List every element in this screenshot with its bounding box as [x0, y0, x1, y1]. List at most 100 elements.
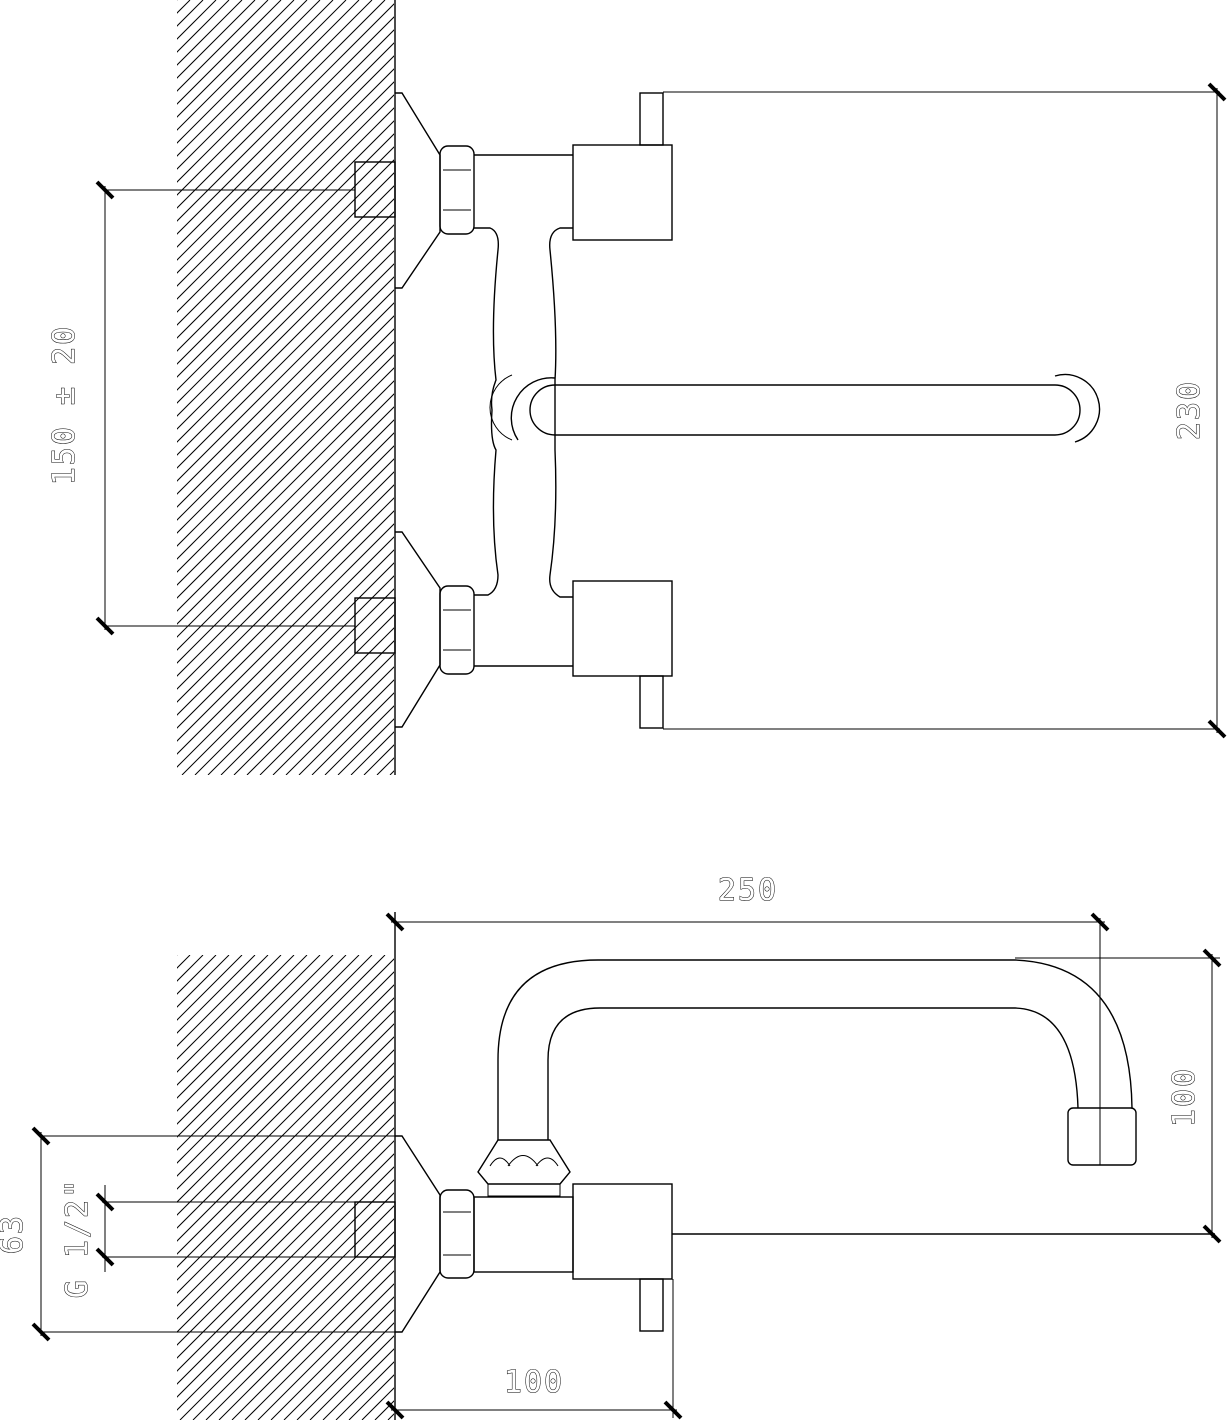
hatch-line	[177, 432, 394, 651]
hatch-line	[401, 955, 866, 1420]
hatch-line	[177, 1127, 394, 1346]
hatch-line	[650, 0, 1228, 775]
hatch-line	[177, 955, 269, 1047]
hatch-line	[177, 955, 204, 982]
hatch-line	[177, 94, 394, 313]
hatch-line	[285, 666, 394, 775]
hatch-line	[622, 955, 1087, 1420]
hatch-line	[702, 0, 1228, 775]
hatch-line	[856, 955, 1228, 1420]
hatch-line	[793, 0, 1228, 775]
hatch-line	[246, 627, 394, 775]
hatch-line	[177, 955, 295, 1073]
hatch-line	[177, 276, 394, 495]
hatch-line	[481, 0, 1228, 775]
hatch-line	[177, 185, 394, 404]
hatch-line	[177, 3, 394, 222]
hatch-line	[843, 955, 1228, 1420]
hatch-line	[583, 955, 1048, 1420]
hatch-line	[624, 0, 1228, 775]
hatch-line	[177, 958, 394, 1177]
thread-size-label: G 1/2"	[60, 1178, 95, 1298]
hatch-line	[674, 955, 1139, 1420]
hatch-line	[177, 380, 394, 599]
hatch-line	[177, 1010, 394, 1229]
hatch-line	[272, 653, 394, 775]
hatch-line	[177, 0, 204, 27]
hatch-line	[387, 1413, 394, 1420]
hatch-line	[832, 0, 1228, 775]
hatch-line	[455, 0, 1228, 775]
hatch-line	[596, 955, 1061, 1420]
hatch-line	[296, 1322, 394, 1420]
handle-bottom	[572, 580, 673, 729]
hatch-line	[544, 955, 1009, 1420]
hatch-line	[177, 955, 191, 969]
side-handle	[572, 1183, 1215, 1332]
hatch-line	[819, 0, 1228, 775]
hatch-line	[442, 0, 1217, 775]
hatch-line	[177, 1049, 394, 1268]
hatch-line	[559, 0, 1228, 775]
hatch-line	[177, 81, 394, 300]
hatch-line	[177, 419, 394, 638]
hatch-line	[403, 0, 1178, 775]
hatch-line	[361, 1387, 394, 1420]
hatch-line	[177, 536, 394, 755]
spout-height-label: 100	[1167, 1067, 1202, 1127]
hatch-line	[192, 1218, 394, 1420]
hatch-line	[233, 614, 394, 775]
hatch-line	[337, 718, 394, 775]
hatch-line	[177, 159, 394, 378]
hatch-line	[715, 0, 1228, 775]
hatch-line	[335, 1361, 394, 1420]
hatch-line	[177, 68, 394, 287]
hatch-line	[177, 1140, 394, 1359]
hatch-line	[676, 0, 1228, 775]
hatch-line	[700, 955, 1165, 1420]
hatch-line	[177, 445, 394, 664]
dimension-total-height: 230	[663, 82, 1227, 739]
hatch-line	[830, 955, 1228, 1420]
hatch-line	[177, 523, 394, 742]
spout-nut	[477, 1139, 571, 1197]
hatch-line	[609, 955, 1074, 1420]
hatch-line	[177, 1153, 394, 1372]
hatch-line	[177, 315, 394, 534]
hatch-line	[220, 601, 394, 775]
hatch-line	[177, 16, 394, 235]
hatch-line	[739, 955, 1204, 1420]
hatch-line	[177, 0, 295, 118]
hatch-line	[177, 263, 394, 482]
hatch-line	[177, 1166, 394, 1385]
hatch-line	[177, 198, 394, 417]
hatch-line	[177, 0, 360, 183]
hatch-line	[177, 0, 347, 170]
hatch-line	[257, 1283, 394, 1420]
spout-side	[497, 959, 1133, 1140]
hatch-line	[177, 237, 394, 456]
dimension-thread: G 1/2"	[60, 1177, 355, 1299]
hatch-line	[507, 0, 1228, 775]
hatch-line	[754, 0, 1228, 775]
hatch-line	[177, 955, 347, 1125]
hatch-line	[570, 955, 1035, 1420]
hatch-line	[218, 1244, 394, 1420]
hatch-line	[531, 955, 996, 1420]
hatch-line	[663, 0, 1228, 775]
spout-aerator	[1067, 1107, 1137, 1166]
dimension-spout-height: 100	[1015, 948, 1222, 1244]
dimension-body-projection: 100	[385, 1279, 683, 1420]
hatch-line	[804, 955, 1228, 1420]
hatch-line	[177, 1062, 394, 1281]
hatch-line	[309, 1335, 394, 1420]
hatch-line	[177, 42, 394, 261]
flange-diameter-label: 63	[0, 1214, 30, 1254]
hatch-line	[177, 55, 394, 274]
hatch-line	[177, 0, 373, 196]
hatch-line	[177, 1036, 394, 1255]
hatch-line	[585, 0, 1228, 775]
hatch-line	[177, 1101, 394, 1320]
hatch-line	[181, 562, 394, 775]
